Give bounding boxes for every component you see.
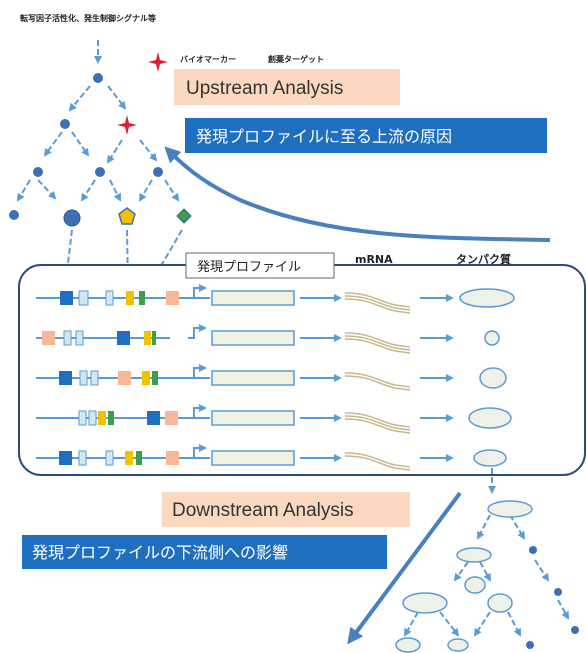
downstream-analysis-box <box>162 492 410 527</box>
upstream-analysis-title: Upstream Analysis <box>186 78 343 99</box>
protein-header: タンパク質 <box>456 252 511 266</box>
upstream-desc-text: 発現プロファイルに至る上流の原因 <box>196 127 452 146</box>
mrna-header: mRNA <box>355 253 393 266</box>
downstream-network <box>404 468 569 637</box>
downstream-desc-box <box>22 535 387 569</box>
drug-target-star-icon <box>117 115 137 135</box>
drug-target-label: 創薬ターゲット <box>267 54 324 64</box>
regulator-circle <box>63 209 81 227</box>
downstream-nodes <box>395 500 533 653</box>
downstream-dots <box>526 546 579 649</box>
network-nodes <box>9 73 163 220</box>
gene-row <box>36 364 507 391</box>
biomarker-label: バイオマーカー <box>180 55 236 64</box>
downstream-analysis-title: Downstream Analysis <box>172 500 354 521</box>
upstream-desc-box <box>185 118 547 153</box>
regulator-diamond <box>176 208 192 224</box>
gene-row <box>36 324 500 354</box>
profile-label: 発現プロファイル <box>197 260 301 275</box>
gene-row <box>36 444 507 471</box>
downstream-desc-text: 発現プロファイルの下流側への影響 <box>32 543 288 562</box>
gene-row <box>36 284 515 314</box>
upstream-analysis-box <box>174 69 400 105</box>
upstream-return-arrow <box>164 146 551 242</box>
top-caption: 転写因子活性化、発生制御シグナル等 <box>20 13 156 23</box>
upstream-network <box>16 40 180 202</box>
gene-row <box>36 404 512 434</box>
biomarker-star-icon <box>148 52 168 72</box>
downstream-arrow <box>347 491 462 645</box>
regulator-pentagon <box>118 207 136 225</box>
profile-label-box <box>185 252 335 279</box>
